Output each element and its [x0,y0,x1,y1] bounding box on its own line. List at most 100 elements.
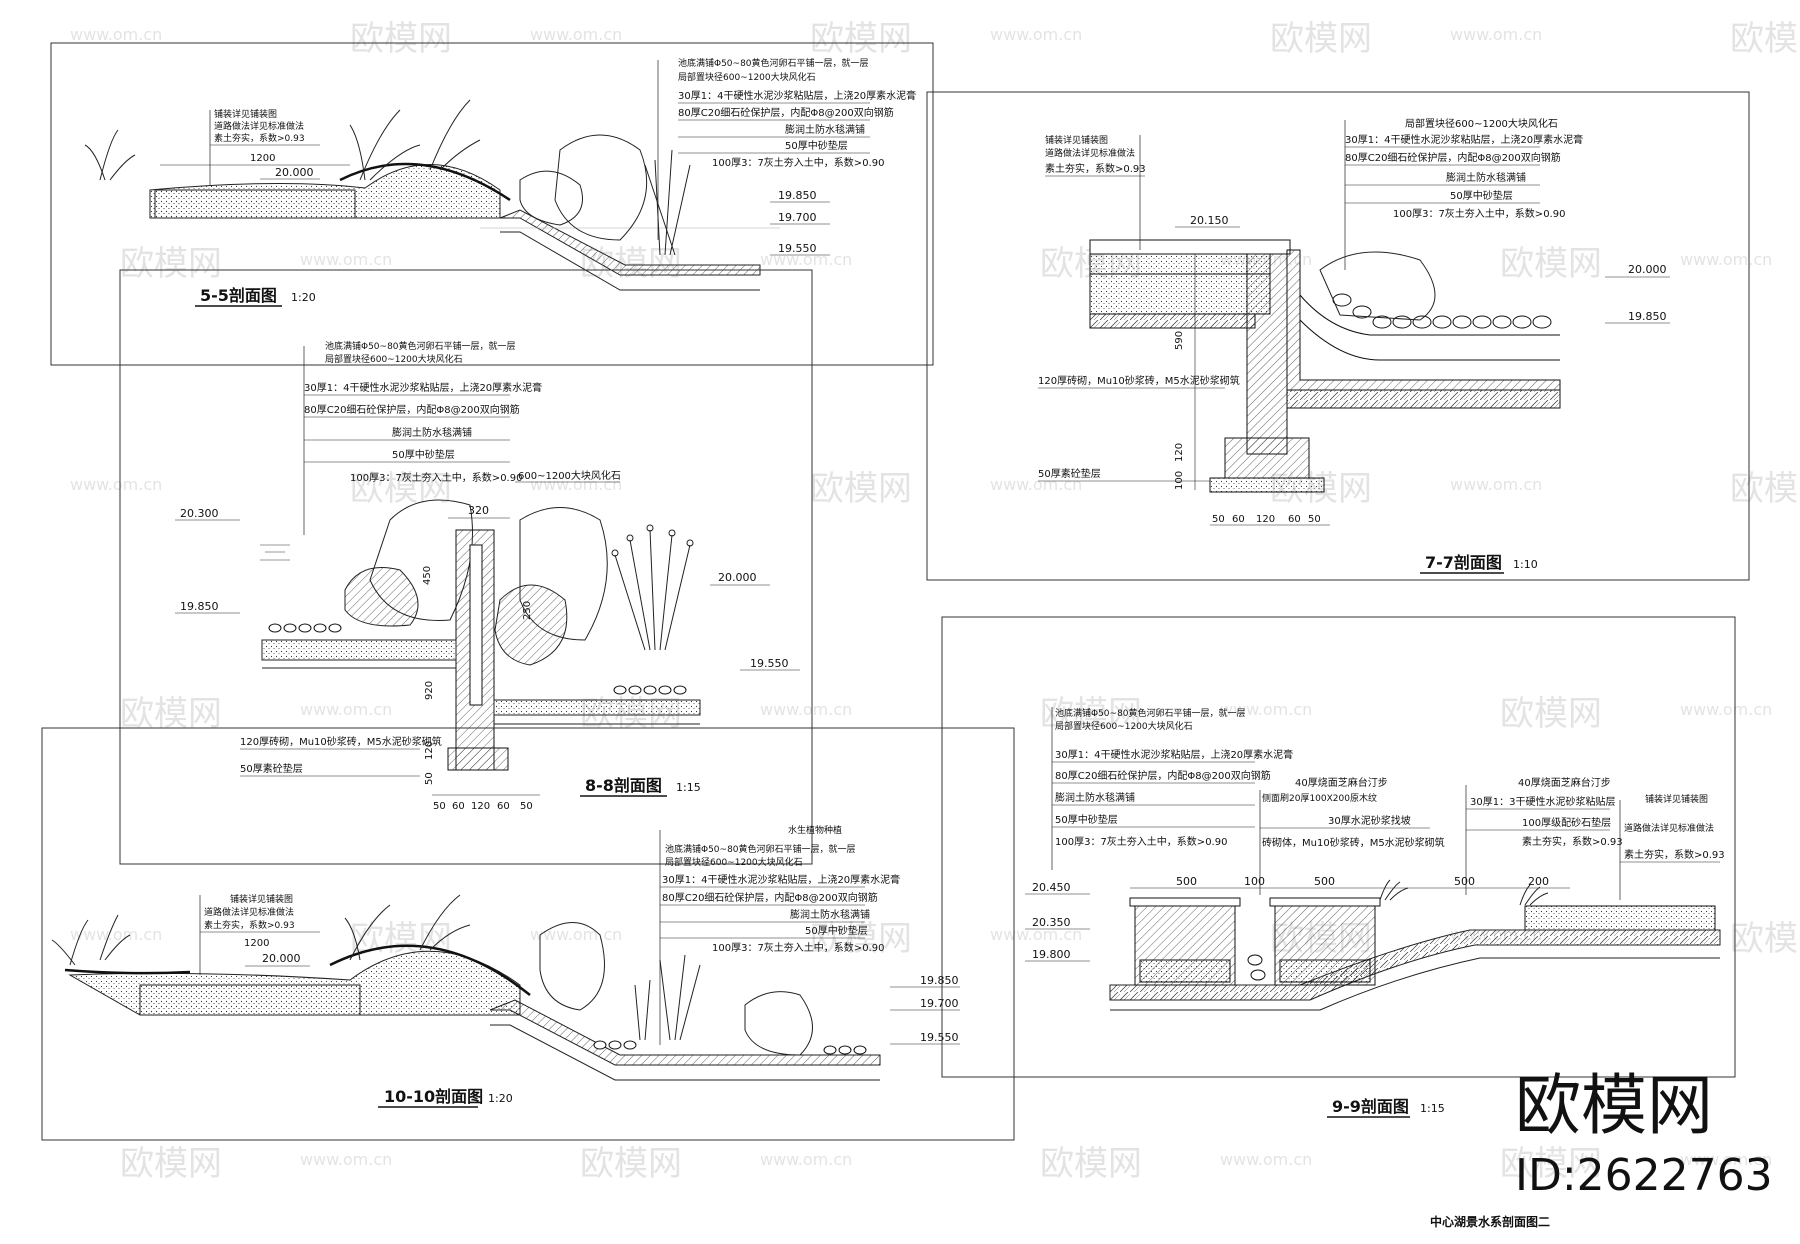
watermark-brand: 欧模网 [350,19,452,59]
note-text: 100厚3：7灰土夯入土中，系数>0.90 [350,471,522,484]
note-text: 50厚中砂垫层 [805,924,868,937]
note-text: 局部置块径600~1200大块风化石 [325,353,463,365]
elevation-text: 20.000 [275,166,314,179]
watermark-url: www.om.cn [760,1150,852,1169]
note-text: 120厚砖砌，Mu10砂浆砖，M5水泥砂浆砌筑 [240,735,442,748]
note-text: 30厚1：4干硬性水泥沙浆粘贴层，上浇20厚素水泥膏 [1055,748,1293,761]
pond-floor-8-8-left [261,639,457,661]
note-text: 50厚中砂垫层 [1055,813,1118,826]
rock-10-10b [744,991,813,1056]
watermark-brand: 欧模网 [1500,694,1602,734]
watermark-url: www.om.cn [1450,475,1542,494]
watermark-url: www.om.cn [990,925,1082,944]
elevation-text: 19.700 [920,997,959,1010]
watermark-url: www.om.cn [1220,700,1312,719]
watermark-url: www.om.cn [760,700,852,719]
dims-8-8: 320 450 250 920 120 50 50 60 120 60 50 [422,504,540,812]
elev-8-8: 20.300 19.850 20.000 19.550 [175,507,800,671]
dimension-text: 500 [1454,875,1475,888]
watermark-brand: 欧模网 [580,1144,682,1184]
watermark-brand: 欧模网 [1270,19,1372,59]
section-5-5: 铺装详见铺装图 道路做法详见标准做法 素土夯实，系数>0.93 1200 池底满… [50,42,934,366]
elevation-text: 19.850 [180,600,219,613]
note-text: 膨润土防水毯满铺 [790,908,870,921]
note-text: 100厚3：7灰土夯入土中，系数>0.90 [712,941,884,954]
callout-text: 铺装详见铺装图 [214,108,277,120]
dimension-text: 500 [1314,875,1335,888]
dimension-text: 100 [1244,875,1265,888]
section-scale: 1:20 [488,1092,513,1105]
watermark-brand: 欧模网 [810,919,912,959]
watermark-brand: 欧模网 [120,694,222,734]
note-text: 50厚中砂垫层 [1450,189,1513,202]
notes-7-7: 局部置块径600~1200大块风化石 30厚1：4干硬性水泥沙浆粘贴层，上浇20… [1344,117,1583,270]
pond-base-5-5 [500,231,760,291]
elev-7-7: 20.150 20.000 19.850 [1175,214,1670,324]
note-text: 80厚C20细石砼保护层，内配Φ8@200双向钢筋 [678,106,894,119]
note-text: 膨润土防水毯满铺 [785,123,865,136]
section-title: 8-8剖面图 [585,776,662,795]
watermark-brand: 欧模网 [1730,19,1800,59]
elevation-text: 20.000 [1628,263,1667,276]
note-text: 100厚3：7灰土夯入土中，系数>0.90 [1055,835,1227,848]
wall-7-7 [1246,253,1288,455]
step-notes-9-9: 40厚烧面芝麻台汀步 侧面刷20厚100X200原木纹 30厚水泥砂浆找坡 砖砌… [1259,776,1725,900]
frame-5-5 [50,42,934,366]
note-text: 30厚1：4干硬性水泥沙浆粘贴层，上浇20厚素水泥膏 [1345,133,1583,146]
dimension-text: 50 [433,801,446,812]
watermark-url: www.om.cn [530,925,622,944]
section-10-10: 铺装详见铺装图 道路做法详见标准做法 素土夯实，系数>0.93 1200 20.… [41,727,1015,1141]
section-scale: 1:15 [676,781,701,794]
watermark-brand: 欧模网 [1500,244,1602,284]
dimension-text: 120 [1174,443,1185,462]
watermark-url: www.om.cn [300,1150,392,1169]
rock-8-8-fill [344,567,419,627]
watermark-url: www.om.cn [300,700,392,719]
note-text: 100厚3：7灰土夯入土中，系数>0.90 [1393,207,1565,220]
plant-8-8 [611,524,694,651]
callout-7-7: 铺装详见铺装图 道路做法详见标准做法 素土夯实，系数>0.93 [1045,134,1146,250]
watermark-url: www.om.cn [1220,1150,1312,1169]
note-text: 80厚C20细石砼保护层，内配Φ8@200双向钢筋 [662,891,878,904]
elevation-text: 20.000 [262,952,301,965]
watermark-brand: 欧模网 [810,469,912,509]
brand-logo-text: 欧模网 [1515,1067,1713,1144]
watermark-layer: 欧模网 www.om.cn 欧模网 www.om.cn 欧模网 www.om.cn 欧模网 w… [70,19,1800,1184]
note-text: 80厚C20细石砼保护层，内配Φ8@200双向钢筋 [1055,769,1271,782]
dimension-text: 500 [1176,875,1197,888]
dimension-text: 50 [424,772,435,785]
dimension-text: 120 [424,741,435,760]
section-7-7: 铺装详见铺装图 道路做法详见标准做法 素土夯实，系数>0.93 局部置块径600… [926,91,1750,581]
watermark-brand: 欧模网 [810,19,912,59]
wall-8-8-inner [469,544,483,706]
pebbles-9-9 [1247,954,1266,981]
elevation-text: 19.850 [778,189,817,202]
dims-9-9: 500 100 500 500 200 [1130,875,1570,889]
note-text: 侧面刷20厚100X200原木纹 [1262,792,1377,804]
watermark-brand: 欧模网 [1500,1144,1602,1184]
note-text: 40厚烧面芝麻台汀步 [1295,776,1388,789]
elevation-text: 20.450 [1032,881,1071,894]
dimension-text: 320 [468,504,489,517]
watermark-brand: 欧模网 [120,1144,222,1184]
footing-7-7 [1224,437,1310,479]
dimension-text: 200 [1528,875,1549,888]
watermark-url: www.om.cn [1680,700,1772,719]
notes-10-10: 水生植物种植 池底满铺Φ50~80黄色河卵石平铺一层，就一层 局部置块径600~… [659,824,900,1045]
watermark-url: www.om.cn [70,25,162,44]
elevation-text: 20.350 [1032,916,1071,929]
note-text: 池底满铺Φ50~80黄色河卵石平铺一层，就一层 [325,340,516,352]
dimension-text: 120 [471,801,490,812]
callout-10-10: 铺装详见铺装图 道路做法详见标准做法 素土夯实，系数>0.93 1200 20.… [199,893,320,975]
callout-text: 素土夯实，系数>0.93 [214,132,305,144]
frame-9-9 [941,616,1736,1078]
elev-9-9: 20.450 20.350 19.800 [1025,881,1090,962]
mound-line-5-5 [339,162,511,202]
dimension-text: 1200 [244,938,269,949]
note-text: 50厚中砂垫层 [392,448,455,461]
callout-text: 道路做法详见标准做法 [214,120,304,132]
rock-7-7 [1319,251,1436,321]
callout-text: 道路做法详见标准做法 [1045,147,1135,159]
footing-8-8 [447,747,509,771]
pebbles-7-7 [1332,293,1552,329]
